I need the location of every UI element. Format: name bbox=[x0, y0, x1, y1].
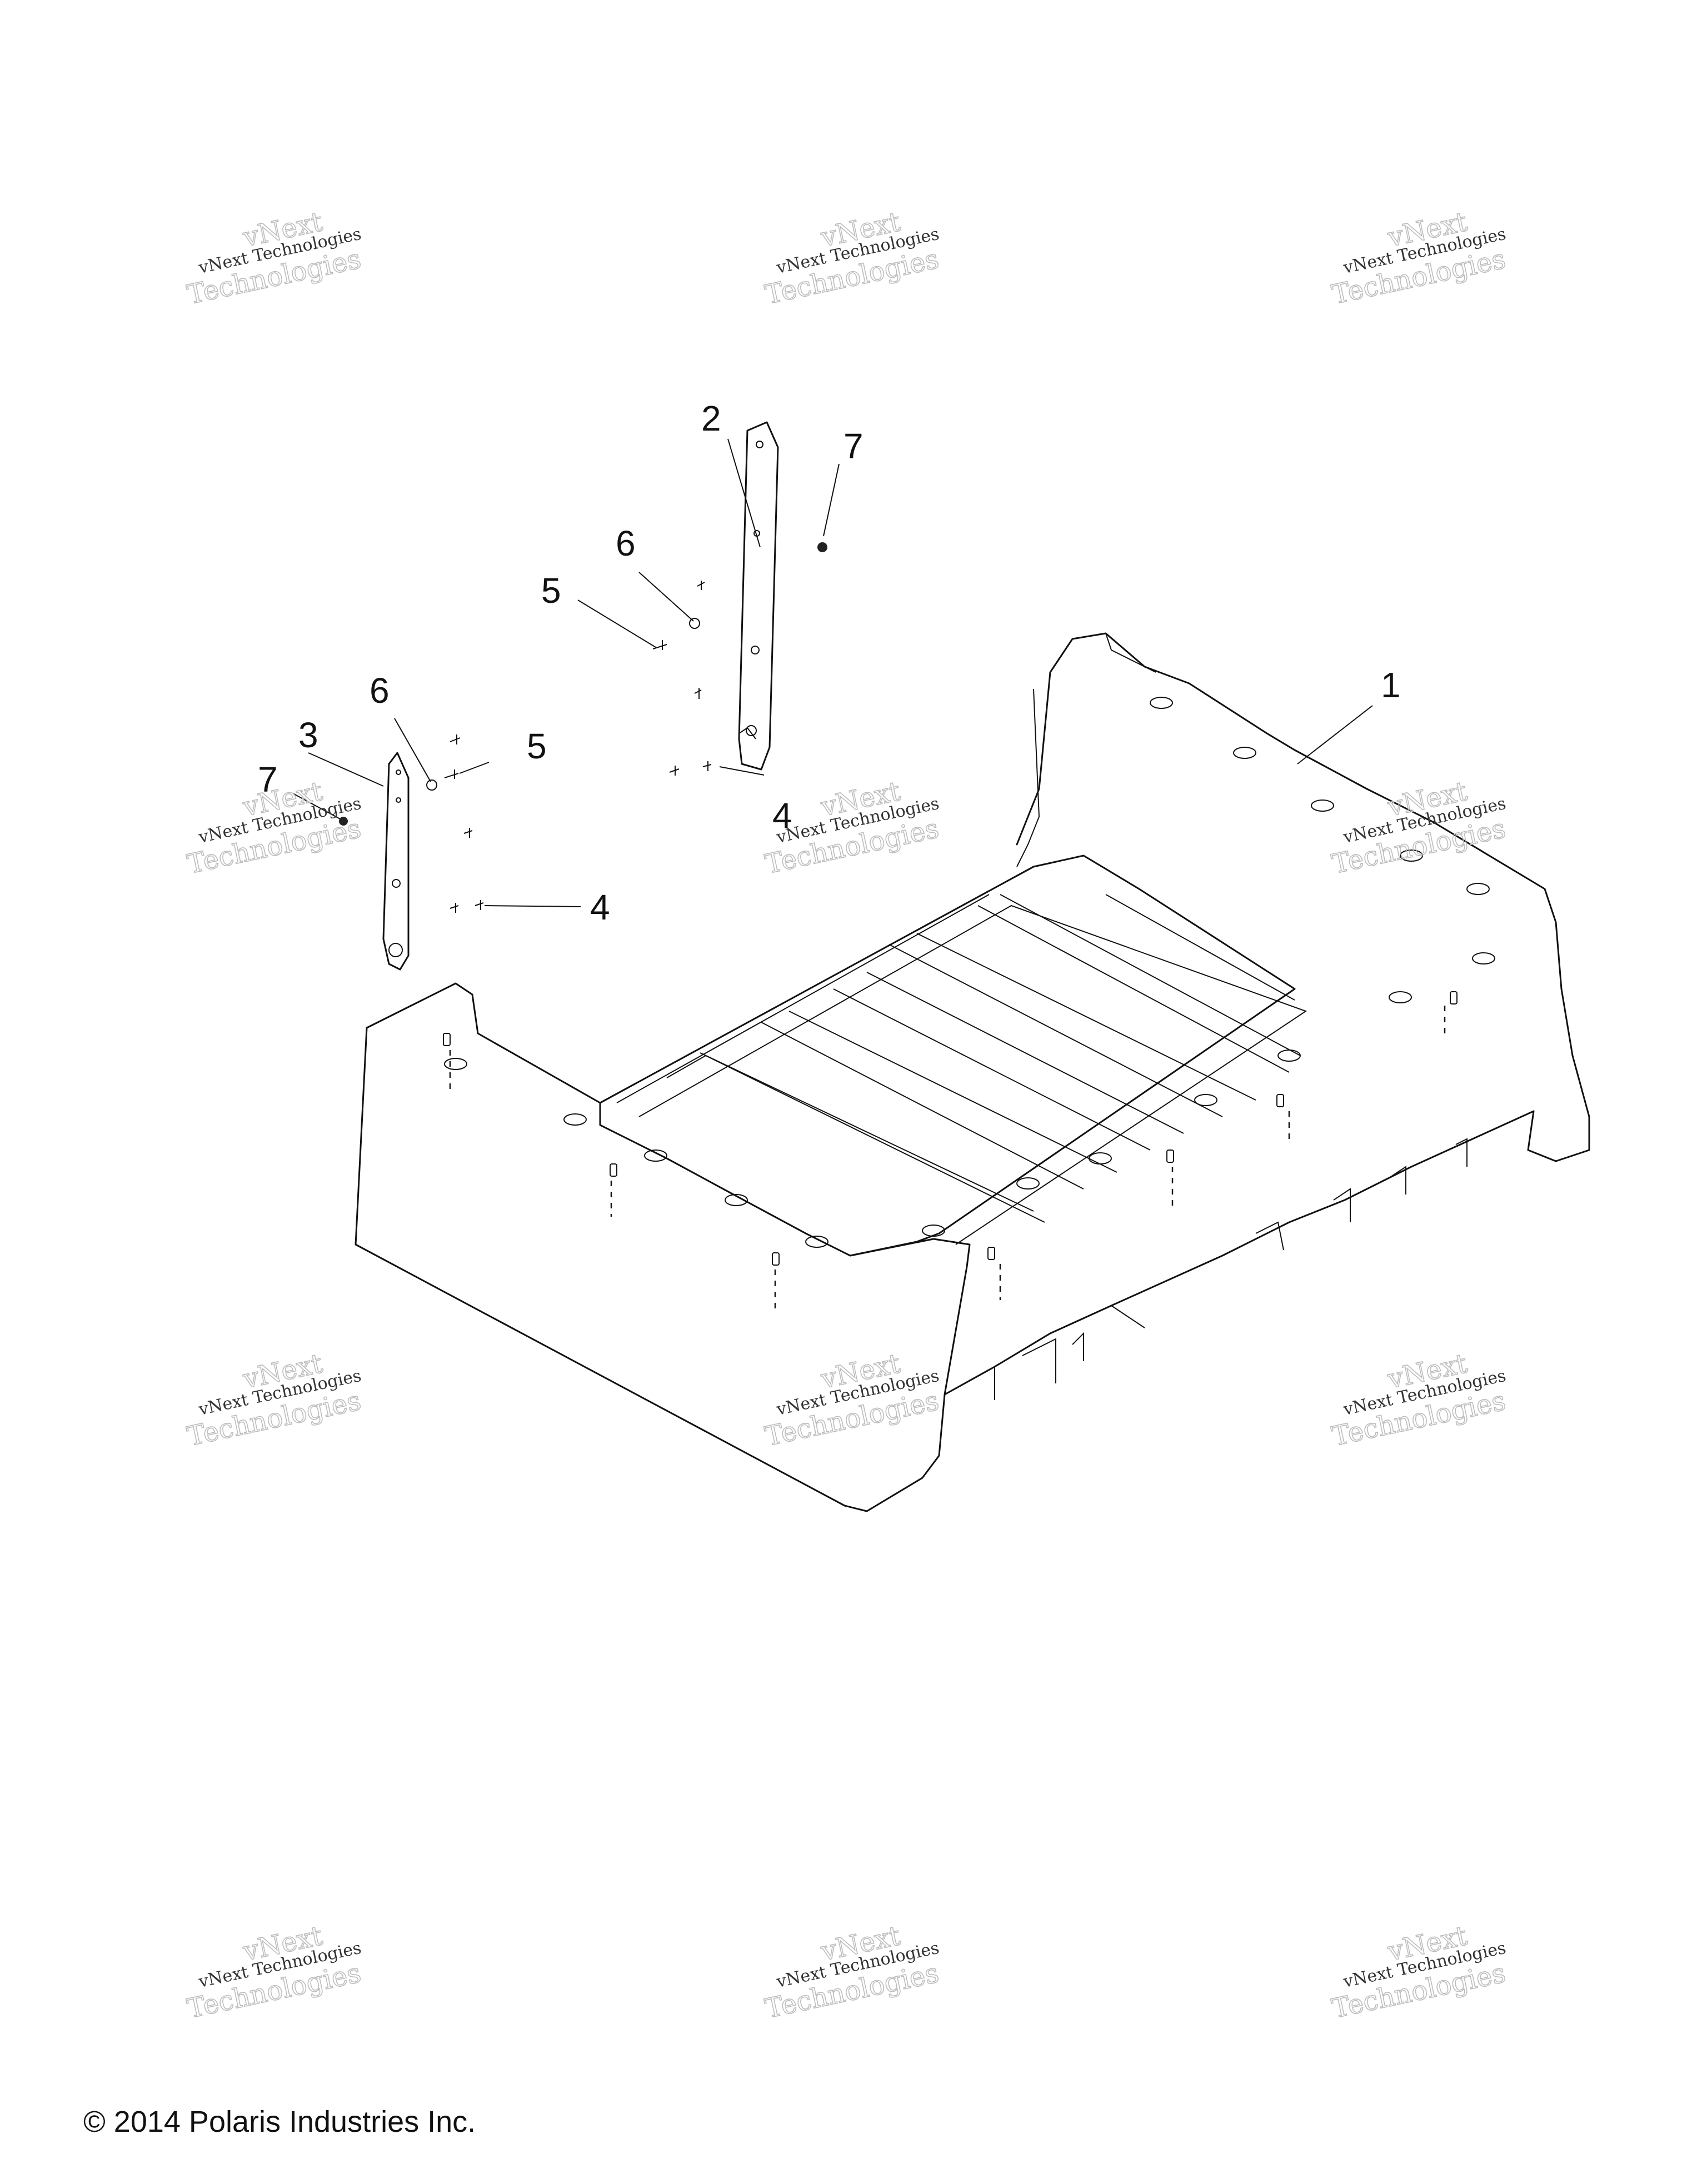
fasteners bbox=[339, 542, 827, 913]
underside-ribs bbox=[944, 1138, 1468, 1400]
watermark-grid: vNext vNext Technologies Technologies vN… bbox=[184, 206, 1509, 2025]
callout-numbers: 1 2 3 4 4 5 5 6 6 7 7 bbox=[258, 398, 1401, 927]
watermark: vNext vNext Technologies Technologies bbox=[1329, 775, 1509, 880]
callout-7: 7 bbox=[843, 426, 864, 466]
nut-icon bbox=[339, 817, 348, 826]
callout-6: 6 bbox=[616, 523, 636, 563]
washer-icon bbox=[689, 618, 700, 629]
callout-5: 5 bbox=[527, 726, 547, 766]
floor-slats bbox=[616, 894, 1307, 1245]
watermark: vNext vNext Technologies Technologies bbox=[1329, 1920, 1509, 2025]
watermark: vNext vNext Technologies Technologies bbox=[762, 1920, 942, 2025]
watermark: vNext vNext Technologies Technologies bbox=[762, 206, 942, 311]
side-bracket-left bbox=[382, 752, 410, 971]
watermark: vNext vNext Technologies Technologies bbox=[184, 775, 364, 880]
callout-2: 2 bbox=[701, 398, 721, 438]
cargo-box bbox=[355, 632, 1590, 1512]
watermark: vNext vNext Technologies Technologies bbox=[762, 1347, 942, 1452]
callout-4: 4 bbox=[590, 887, 610, 927]
leader-lines bbox=[292, 438, 1373, 907]
watermark: vNext vNext Technologies Technologies bbox=[1329, 1347, 1509, 1452]
callout-7: 7 bbox=[258, 759, 278, 799]
watermark: vNext vNext Technologies Technologies bbox=[184, 1920, 364, 2025]
watermark: vNext vNext Technologies Technologies bbox=[184, 1347, 364, 1452]
watermark: vNext vNext Technologies Technologies bbox=[1329, 206, 1509, 311]
tie-down-slots bbox=[443, 991, 1458, 1266]
callout-4: 4 bbox=[772, 796, 792, 836]
rim-pockets bbox=[444, 697, 1495, 1248]
watermark: vNext vNext Technologies Technologies bbox=[184, 206, 364, 311]
washer-icon bbox=[426, 779, 437, 791]
screw-icons bbox=[444, 581, 712, 913]
copyright-notice: © 2014 Polaris Industries Inc. bbox=[83, 2105, 476, 2138]
side-bracket-right bbox=[738, 421, 779, 771]
callout-1: 1 bbox=[1381, 665, 1401, 705]
callout-3: 3 bbox=[298, 715, 318, 755]
nut-icon bbox=[817, 542, 827, 552]
callout-6: 6 bbox=[370, 671, 390, 711]
callout-5: 5 bbox=[541, 571, 561, 611]
